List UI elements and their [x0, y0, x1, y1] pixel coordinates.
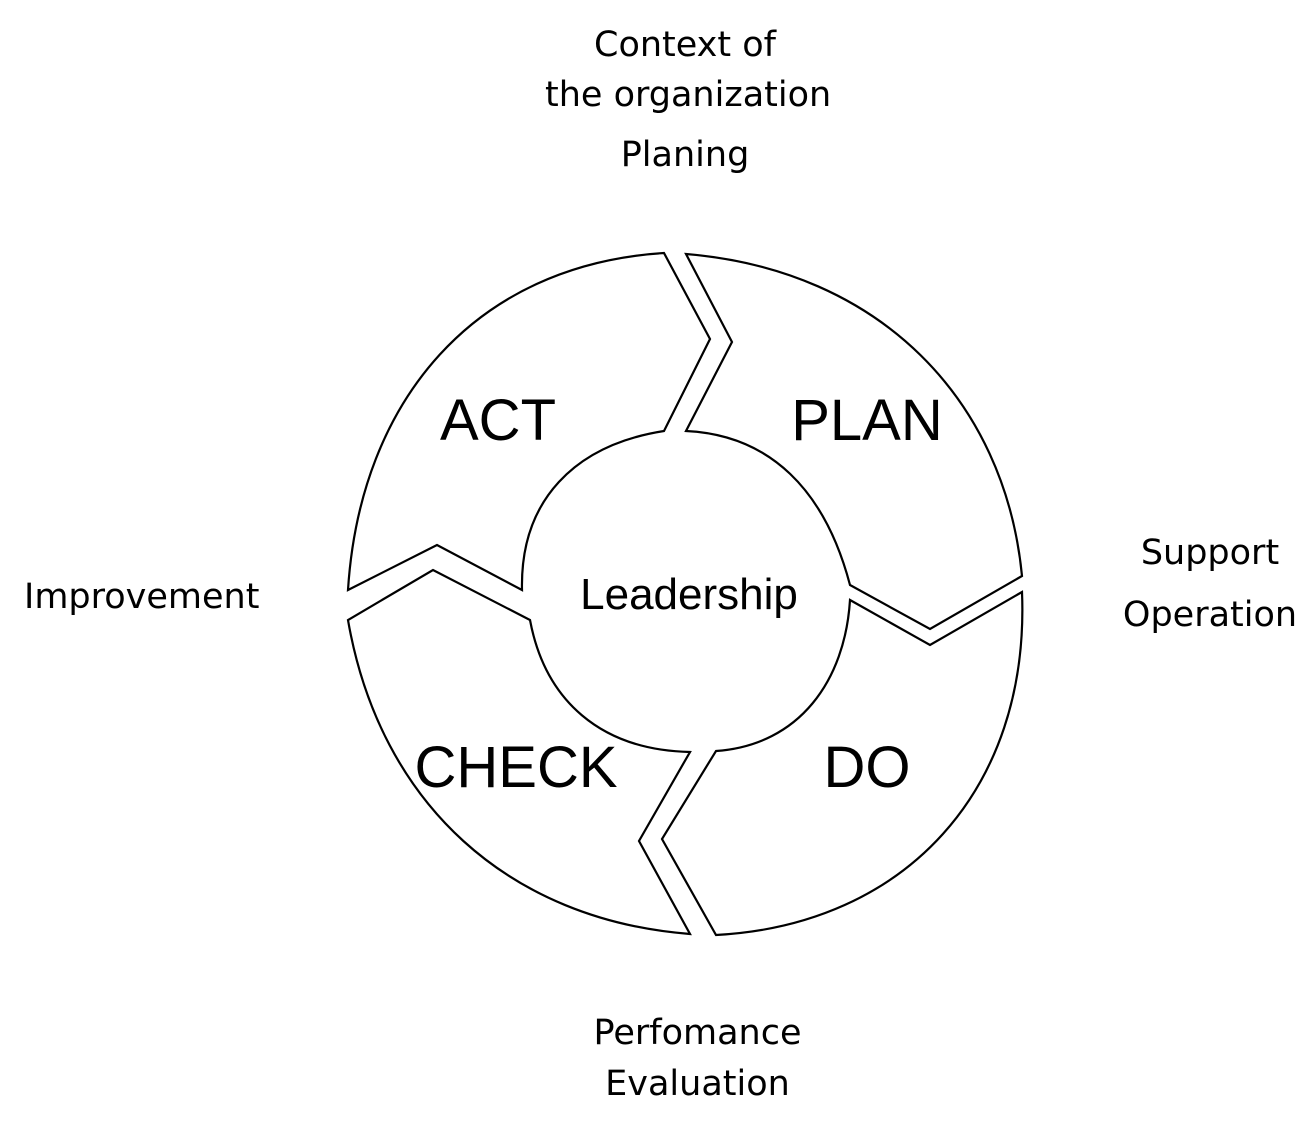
label-leadership: Leadership [580, 570, 798, 619]
segment-plan [684, 252, 1024, 631]
annotation-top-line-1: Context of [594, 25, 776, 65]
label-plan: PLAN [791, 388, 943, 453]
annotation-bottom: Perfomance Evaluation [585, 1016, 810, 1102]
annotation-left: Improvement [24, 580, 259, 615]
annotation-right-line-1: Support [1140, 533, 1280, 573]
annotation-bottom-line-2: Evaluation [605, 1064, 790, 1104]
segment-do [660, 590, 1024, 937]
segment-act [346, 251, 712, 592]
label-check: CHECK [414, 735, 617, 800]
annotation-top: Context of the organization Planing [545, 25, 832, 175]
annotation-top-line-2: the organization [545, 75, 832, 115]
label-do: DO [824, 735, 911, 800]
annotation-left-line-1: Improvement [24, 577, 260, 617]
annotation-bottom-line-1: Perfomance [593, 1013, 802, 1053]
annotation-right: Support Operation [1110, 536, 1310, 633]
label-act: ACT [440, 388, 556, 453]
annotation-right-line-2: Operation [1122, 595, 1298, 635]
segment-check [346, 568, 692, 936]
annotation-top-line-3: Planing [620, 135, 750, 175]
